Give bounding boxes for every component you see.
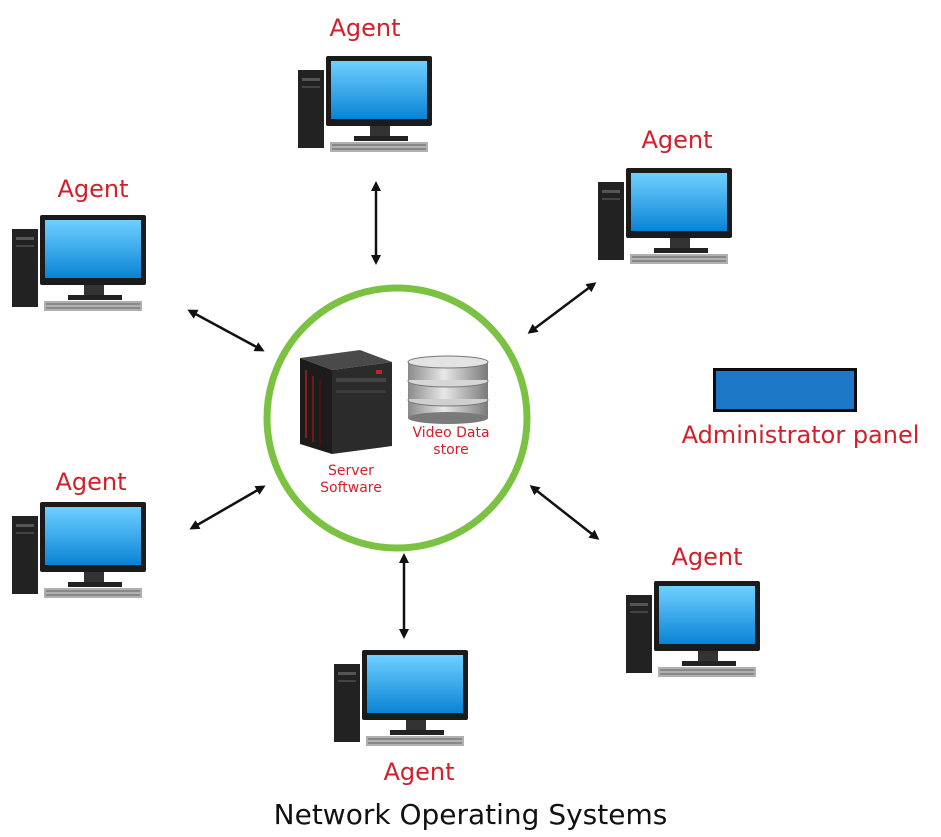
arrow-bottom-right (529, 485, 600, 540)
desktop-computer-icon (626, 581, 760, 677)
server-tower-icon (300, 350, 392, 454)
agent-label: Agent (671, 543, 743, 571)
connection-arrows (187, 181, 600, 639)
agent-label: Agent (329, 14, 401, 42)
desktop-computer-icon (12, 502, 146, 598)
database-icon (407, 355, 489, 424)
agent-label: Agent (57, 175, 129, 203)
arrow-top-right (527, 282, 597, 334)
desktop-computer-icon (598, 168, 732, 264)
administrator-panel-label: Administrator panel (681, 421, 920, 449)
page-title: Network Operating Systems (273, 798, 668, 831)
server-software-label: Server Software (320, 463, 382, 496)
video-data-store-label: Video Data store (412, 425, 490, 458)
arrow-bottom-left (189, 485, 266, 530)
administrator-panel-box (713, 368, 857, 412)
agent-label: Agent (55, 468, 127, 496)
arrow-top-left (187, 309, 265, 352)
desktop-computer-icon (334, 650, 468, 746)
agent-label: Agent (383, 758, 455, 786)
desktop-computer-icon (298, 56, 432, 152)
server-ring (263, 284, 531, 552)
desktop-computer-icon (12, 215, 146, 311)
agent-label: Agent (641, 126, 713, 154)
